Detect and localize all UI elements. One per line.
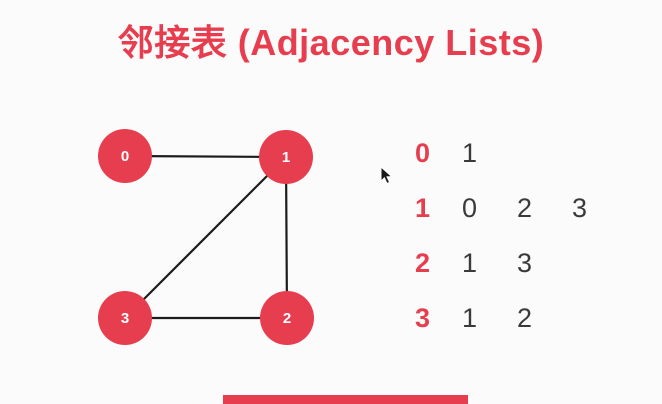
mouse-cursor	[380, 166, 394, 185]
vertex-label: 1	[415, 193, 431, 223]
vertex-label: 2	[415, 248, 431, 278]
graph-node-0: 0	[98, 129, 152, 183]
graph-node-1-label: 1	[281, 148, 291, 166]
neighbor-value: 2	[517, 193, 533, 223]
neighbor-value: 1	[462, 138, 478, 168]
vertex-label: 3	[415, 303, 431, 333]
neighbor-value: 2	[517, 303, 533, 333]
neighbor-value: 0	[462, 193, 478, 223]
graph-node-0-label: 0	[120, 147, 130, 165]
neighbor-value: 3	[572, 193, 588, 223]
page-title: 邻接表 (Adjacency Lists)	[117, 22, 545, 63]
footer-bar	[223, 395, 468, 404]
adjacency-row-1: 1 0 2 3	[415, 191, 627, 225]
adjacency-row-2: 2 1 3	[415, 246, 627, 280]
graph-node-3: 3	[98, 291, 152, 345]
edge-1-3	[123, 155, 288, 320]
neighbor-value: 1	[462, 248, 478, 278]
vertex-label: 0	[415, 138, 431, 168]
graph-node-1: 1	[259, 130, 313, 184]
neighbor-value: 1	[462, 303, 478, 333]
adjacency-row-3: 3 1 2	[415, 301, 627, 335]
graph-node-3-label: 3	[120, 309, 130, 327]
neighbor-value: 3	[517, 248, 533, 278]
graph-node-2-label: 2	[282, 309, 292, 327]
graph-node-2: 2	[260, 291, 314, 345]
